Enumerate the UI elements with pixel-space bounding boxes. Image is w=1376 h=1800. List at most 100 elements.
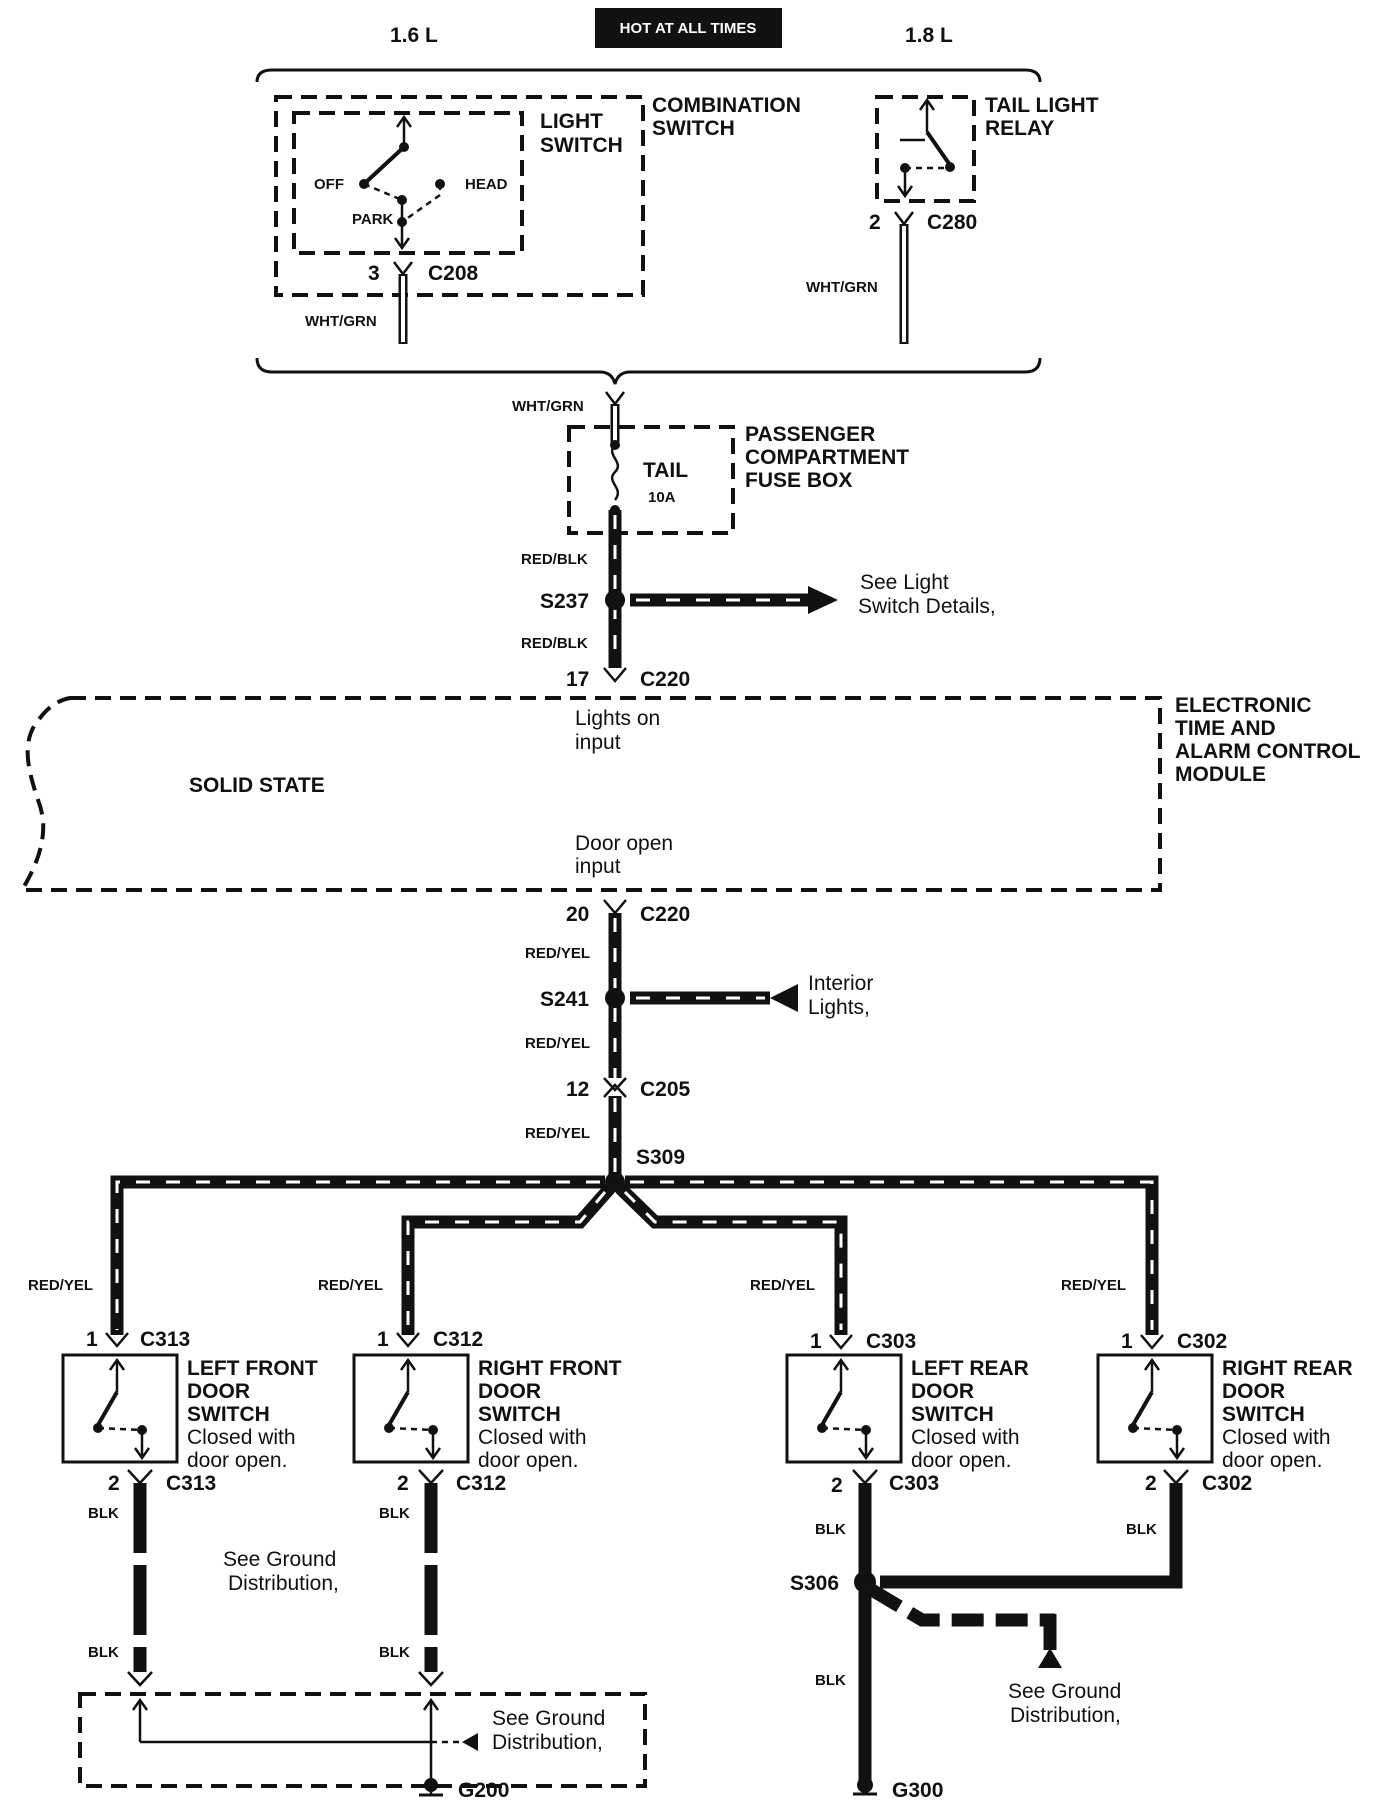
c208-connector-symbol bbox=[393, 261, 413, 277]
c280-wire-color-label: WHT/GRN bbox=[806, 279, 878, 296]
c313-blk-label: BLK bbox=[88, 1505, 119, 1522]
module-title-4: MODULE bbox=[1175, 763, 1266, 786]
right-rear-note-2: door open. bbox=[1222, 1449, 1322, 1472]
tail-light-relay-box bbox=[875, 95, 976, 203]
c208-connector-label: C208 bbox=[428, 262, 479, 285]
c205-symbol-top bbox=[603, 1077, 627, 1092]
c302-top-symbol bbox=[1140, 1334, 1164, 1350]
top-brace bbox=[255, 68, 1042, 83]
right-front-switch-symbol bbox=[384, 1357, 442, 1461]
tail-light-relay-title-1: TAIL LIGHT bbox=[985, 94, 1099, 117]
ground-box-note-2: Distribution, bbox=[492, 1731, 603, 1754]
ground-junction-internals bbox=[131, 1697, 478, 1797]
c302-top-pin: 1 bbox=[1121, 1330, 1133, 1353]
right-rear-door-switch-box bbox=[1096, 1353, 1214, 1464]
module-title-2: TIME AND bbox=[1175, 717, 1276, 740]
red-blk-lower-label: RED/BLK bbox=[521, 635, 588, 652]
c312-wire-in-label: RED/YEL bbox=[318, 1277, 383, 1294]
left-rear-title-2: DOOR bbox=[911, 1380, 974, 1403]
c303-bottom-pin: 2 bbox=[831, 1474, 843, 1497]
left-rear-switch-symbol bbox=[817, 1357, 875, 1461]
c302-blk-label: BLK bbox=[1126, 1521, 1157, 1538]
s306-name: S306 bbox=[790, 1572, 839, 1595]
module-title-3: ALARM CONTROL bbox=[1175, 740, 1361, 763]
left-front-door-switch-box bbox=[61, 1353, 179, 1464]
c313-blk-lower-label: BLK bbox=[88, 1644, 119, 1661]
c303-top-pin: 1 bbox=[810, 1330, 822, 1353]
combination-switch-title-2: SWITCH bbox=[652, 117, 735, 140]
left-rear-note-1: Closed with bbox=[911, 1426, 1020, 1449]
c205-pin: 12 bbox=[566, 1078, 589, 1101]
c302-blk-wire bbox=[880, 1483, 1183, 1589]
c312-bottom-connector: C312 bbox=[456, 1472, 506, 1495]
c313-ground-connector bbox=[127, 1671, 153, 1687]
right-rear-title-1: RIGHT REAR bbox=[1222, 1357, 1353, 1380]
s241-arrow bbox=[770, 984, 798, 1012]
right-front-title-2: DOOR bbox=[478, 1380, 541, 1403]
left-front-switch-symbol bbox=[93, 1357, 151, 1461]
c208-pin-label: 3 bbox=[368, 262, 380, 285]
position-park-label: PARK bbox=[352, 211, 394, 228]
right-front-door-switch-box bbox=[352, 1353, 470, 1464]
right-rear-note-1: Closed with bbox=[1222, 1426, 1331, 1449]
s237-splice-dot bbox=[605, 590, 625, 610]
fuse-in-connector-symbol bbox=[605, 391, 625, 407]
right-rear-title-2: DOOR bbox=[1222, 1380, 1285, 1403]
c302-bottom-symbol bbox=[1163, 1469, 1189, 1485]
front-ground-note-1: See Ground bbox=[223, 1548, 336, 1571]
right-rear-switch-symbol bbox=[1128, 1357, 1186, 1461]
c303-blk-label: BLK bbox=[815, 1521, 846, 1538]
c205-name: C205 bbox=[640, 1078, 691, 1101]
variant-1-8l-label: 1.8 L bbox=[905, 24, 953, 47]
left-front-title-3: SWITCH bbox=[187, 1403, 270, 1426]
fuse-name-label: TAIL bbox=[643, 459, 688, 482]
s306-ground-branch bbox=[868, 1584, 1055, 1627]
hot-at-all-times-label: HOT AT ALL TIMES bbox=[620, 20, 757, 37]
module-outline bbox=[18, 696, 1162, 892]
door-open-input-1: Door open bbox=[575, 832, 673, 855]
c312-bottom-symbol bbox=[418, 1469, 444, 1485]
fuse-in-wire-color-label: WHT/GRN bbox=[512, 398, 584, 415]
s237-note-1: See Light bbox=[860, 571, 949, 594]
c312-blk-lower-label: BLK bbox=[379, 1644, 410, 1661]
c313-bottom-connector: C313 bbox=[166, 1472, 216, 1495]
c220-top-pin: 17 bbox=[566, 668, 589, 691]
c312-top-connector: C312 bbox=[433, 1328, 483, 1351]
rear-ground-note-1: See Ground bbox=[1008, 1680, 1121, 1703]
left-front-note-1: Closed with bbox=[187, 1426, 296, 1449]
fuse-box-title-3: FUSE BOX bbox=[745, 469, 852, 492]
c313-bottom-symbol bbox=[127, 1469, 153, 1485]
s241-splice-dot bbox=[605, 988, 625, 1008]
hot-at-all-times-box bbox=[595, 8, 782, 48]
red-yel-label-3: RED/YEL bbox=[525, 1125, 590, 1142]
s237-name: S237 bbox=[540, 590, 589, 613]
c220-bottom-connector: C220 bbox=[640, 903, 690, 926]
tail-light-relay-symbol bbox=[896, 97, 955, 199]
c220-top-symbol bbox=[603, 667, 627, 683]
left-rear-door-switch-box bbox=[785, 1353, 903, 1464]
rear-ground-note-2: Distribution, bbox=[1010, 1704, 1121, 1727]
left-front-title-2: DOOR bbox=[187, 1380, 250, 1403]
left-rear-title-3: SWITCH bbox=[911, 1403, 994, 1426]
s237-arrow bbox=[808, 586, 838, 614]
light-switch-box bbox=[292, 111, 524, 255]
c302-bottom-pin: 2 bbox=[1145, 1472, 1157, 1495]
fuse-box-title-1: PASSENGER bbox=[745, 423, 875, 446]
c302-wire-in-label: RED/YEL bbox=[1061, 1277, 1126, 1294]
red-yel-label-1: RED/YEL bbox=[525, 945, 590, 962]
combination-switch-box bbox=[274, 95, 645, 297]
right-front-note-2: door open. bbox=[478, 1449, 578, 1472]
left-rear-note-2: door open. bbox=[911, 1449, 1011, 1472]
c303-top-connector: C303 bbox=[866, 1330, 916, 1353]
c303-bottom-symbol bbox=[852, 1469, 878, 1485]
c205-gap bbox=[600, 1078, 630, 1096]
c280-pin-label: 2 bbox=[869, 211, 881, 234]
position-head-label: HEAD bbox=[465, 176, 508, 193]
ground-junction-box bbox=[78, 1692, 647, 1788]
light-switch-title-2: SWITCH bbox=[540, 134, 623, 157]
c303-top-symbol bbox=[829, 1334, 853, 1350]
c280-connector-symbol bbox=[894, 211, 914, 227]
lights-on-input-2: input bbox=[575, 731, 621, 754]
